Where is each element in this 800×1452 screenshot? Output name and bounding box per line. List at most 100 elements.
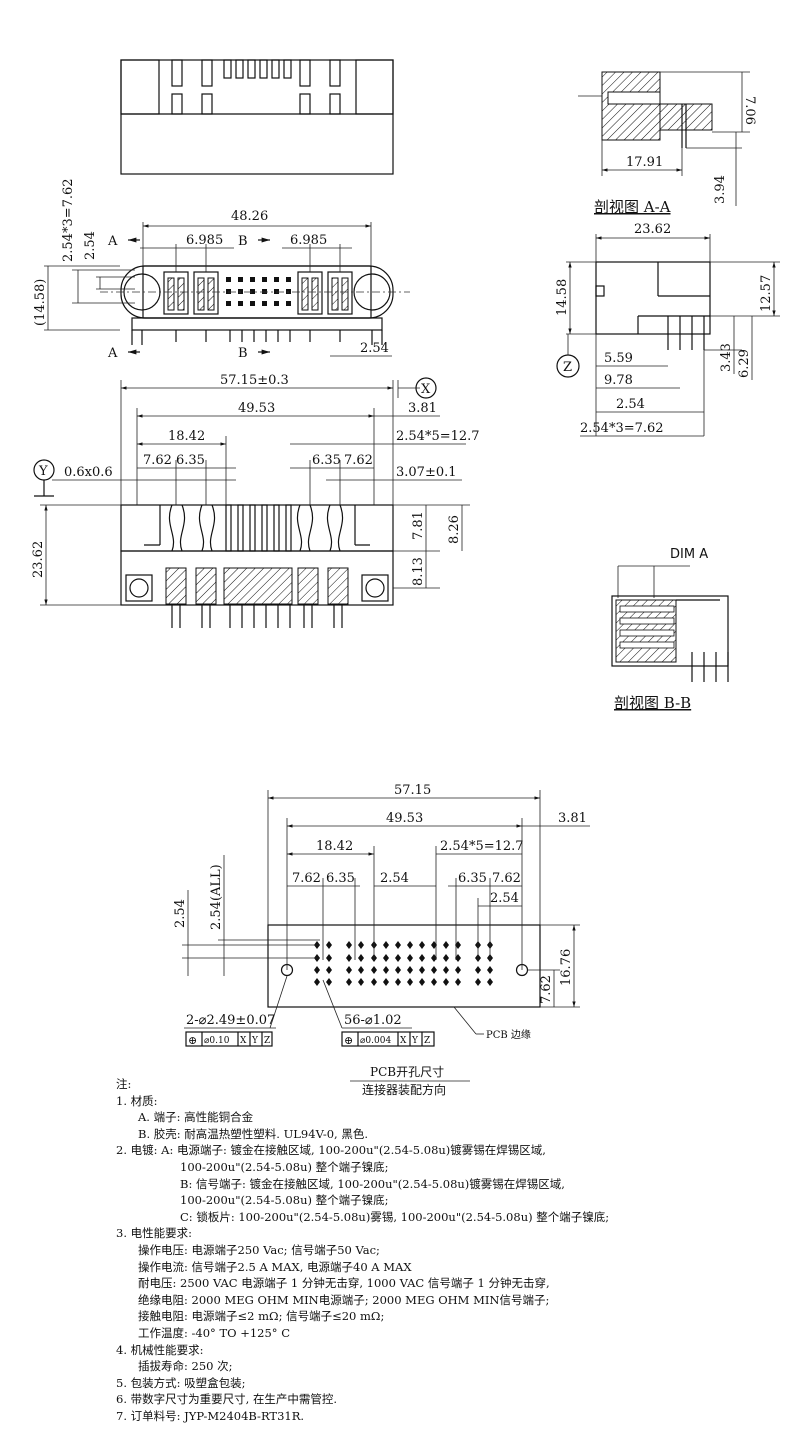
notes-block: 注: 1. 材质: A. 端子: 高性能铜合金 B. 胶壳: 耐高温热塑性塑料.… (116, 1076, 796, 1424)
note-line: 7. 订单料号: JYP-M2404B-RT31R. (116, 1408, 305, 1423)
section-b-bottom-label: B (238, 346, 248, 361)
pcb-dim-row-all: 2.54(ALL) (209, 864, 224, 930)
pcb-hole (358, 954, 364, 962)
pcb-hole (326, 941, 332, 949)
side-dim-width: 23.62 (634, 222, 671, 237)
plan-dim-p2: 6.35 (176, 453, 205, 468)
front-dim-overall: 48.26 (231, 209, 268, 224)
note-line: 100-200u"(2.54-5.08u) 整个端子镍底; (180, 1193, 389, 1208)
front-dim-right-pitch: 6.985 (290, 233, 327, 248)
tol-a-ref2: Y (251, 1036, 259, 1046)
aa-dim-length: 17.91 (626, 155, 663, 170)
front-dim-pitch-stack: 2.54*3=7.62 (61, 178, 76, 262)
pcb-hole (358, 966, 364, 974)
pcb-hole (383, 978, 389, 986)
pcb-hole (455, 966, 461, 974)
pcb-dim-p4: 7.62 (492, 871, 521, 886)
pcb-hole (407, 966, 413, 974)
pcb-hole (371, 966, 377, 974)
section-b-top-label: B (238, 234, 248, 249)
pcb-dim-mid: 2.54 (380, 871, 409, 886)
note-line: 4. 机械性能要求: (116, 1342, 204, 1357)
pcb-hole (358, 978, 364, 986)
note-line: 3. 电性能要求: (116, 1226, 193, 1241)
section-bb-view: DIM A 剖视图 B-B (611, 547, 729, 712)
note-line: 绝缘电阻: 2000 MEG OHM MIN电源端子; 2000 MEG OHM… (138, 1292, 550, 1307)
pcb-hole (431, 954, 437, 962)
pcb-dim-inner: 49.53 (386, 811, 423, 826)
plan-dim-chamfer: 0.6x0.6 (64, 465, 113, 480)
plan-dim-pin-off: 3.07±0.1 (396, 465, 457, 480)
pcb-hole (314, 978, 320, 986)
tol-a-value: ⌀0.10 (204, 1036, 230, 1046)
pcb-hole (346, 954, 352, 962)
tolerance-frame-a: ⊕ ⌀0.10 X Y Z (185, 1031, 273, 1047)
front-dim-pitch-v: 2.54 (83, 231, 98, 260)
notes-title: 注: (116, 1077, 132, 1091)
section-a-top-label: A (107, 234, 118, 249)
pcb-hole (326, 954, 332, 962)
front-dim-left-pitch: 6.985 (186, 233, 223, 248)
note-line: 操作电压: 电源端子250 Vac; 信号端子50 Vac; (138, 1242, 380, 1257)
pcb-hole (431, 966, 437, 974)
side-dim-d4: 6.29 (737, 349, 752, 378)
plan-dim-p4: 7.62 (344, 453, 373, 468)
plan-dim-p1: 7.62 (143, 453, 172, 468)
datum-x: X (421, 382, 431, 397)
pcb-hole (407, 941, 413, 949)
side-dim-d2: 9.78 (604, 373, 633, 388)
pcb-hole (314, 966, 320, 974)
pcb-hole (346, 966, 352, 974)
pcb-dim-offset: 3.81 (558, 811, 587, 826)
pcb-dim-p5: 2.54 (490, 891, 519, 906)
note-line: 耐电压: 2500 VAC 电源端子 1 分钟无击穿, 1000 VAC 信号端… (138, 1276, 550, 1291)
pcb-dim-height: 16.76 (559, 949, 574, 986)
plan-dim-left-group: 18.42 (168, 429, 205, 444)
pcb-hole (346, 978, 352, 986)
note-line: 接触电阻: 电源端子≤2 mΩ; 信号端子≤20 mΩ; (138, 1309, 385, 1324)
aa-dim-top: 7.06 (742, 96, 757, 125)
tol-b-ref3: Z (424, 1036, 430, 1046)
pcb-hole (443, 978, 449, 986)
pcb-hole (395, 941, 401, 949)
pcb-hole (419, 978, 425, 986)
pcb-hole (326, 978, 332, 986)
plan-dim-overall: 57.15±0.3 (220, 373, 289, 388)
note-line: C: 锁板片: 100-200u"(2.54-5.08u)雾锡, 100-200… (180, 1209, 610, 1224)
pcb-hole-a: 2-⌀2.49±0.07 (186, 1013, 275, 1028)
pcb-dim-p2: 6.35 (326, 871, 355, 886)
pcb-hole (326, 966, 332, 974)
note-line: 6. 带数字尺寸为重要尺寸, 在生产中需管控. (116, 1392, 338, 1407)
pcb-hole (419, 966, 425, 974)
pcb-hole (383, 954, 389, 962)
pcb-hole (431, 978, 437, 986)
side-dim-height: 14.58 (555, 279, 570, 316)
tol-b-ref1: X (400, 1036, 407, 1046)
pcb-hole (443, 954, 449, 962)
pcb-dim-row-pitch: 2.54 (173, 899, 188, 928)
pcb-hole (455, 941, 461, 949)
front-dim-height-ref: (14.58) (33, 279, 48, 326)
pcb-hole (395, 954, 401, 962)
pcb-hole (487, 978, 493, 986)
pcb-hole (407, 954, 413, 962)
note-line: 2. 电镀: A: 电源端子: 镀金在接触区域, 100-200u"(2.54-… (116, 1143, 546, 1158)
note-line: 1. 材质: (116, 1093, 158, 1108)
pcb-dim-p1: 7.62 (292, 871, 321, 886)
side-dim-d5: 2.54 (616, 397, 645, 412)
plan-dim-h2: 8.26 (447, 515, 462, 544)
note-line: 5. 包装方式: 吸塑盒包装; (116, 1375, 246, 1390)
dim-a-label: DIM A (670, 547, 708, 562)
note-line: 工作温度: -40° TO +125° C (138, 1325, 290, 1340)
plan-dim-h1: 7.81 (411, 511, 426, 540)
tol-b-value: ⌀0.004 (360, 1036, 391, 1046)
note-line: 操作电流: 信号端子2.5 A MAX, 电源端子40 A MAX (138, 1259, 412, 1274)
front-dim-pitch-bottom: 2.54 (360, 341, 389, 356)
front-view: 48.26 6.985 6.985 A A B B 2.54*3=7.62 2.… (33, 178, 410, 361)
tol-a-ref1: X (240, 1036, 247, 1046)
pcb-hole-b: 56-⌀1.02 (344, 1013, 402, 1028)
pcb-hole (383, 966, 389, 974)
svg-text:⊕: ⊕ (188, 1034, 197, 1047)
pcb-hole (431, 941, 437, 949)
note-line: 插拔寿命: 250 次; (138, 1359, 233, 1374)
